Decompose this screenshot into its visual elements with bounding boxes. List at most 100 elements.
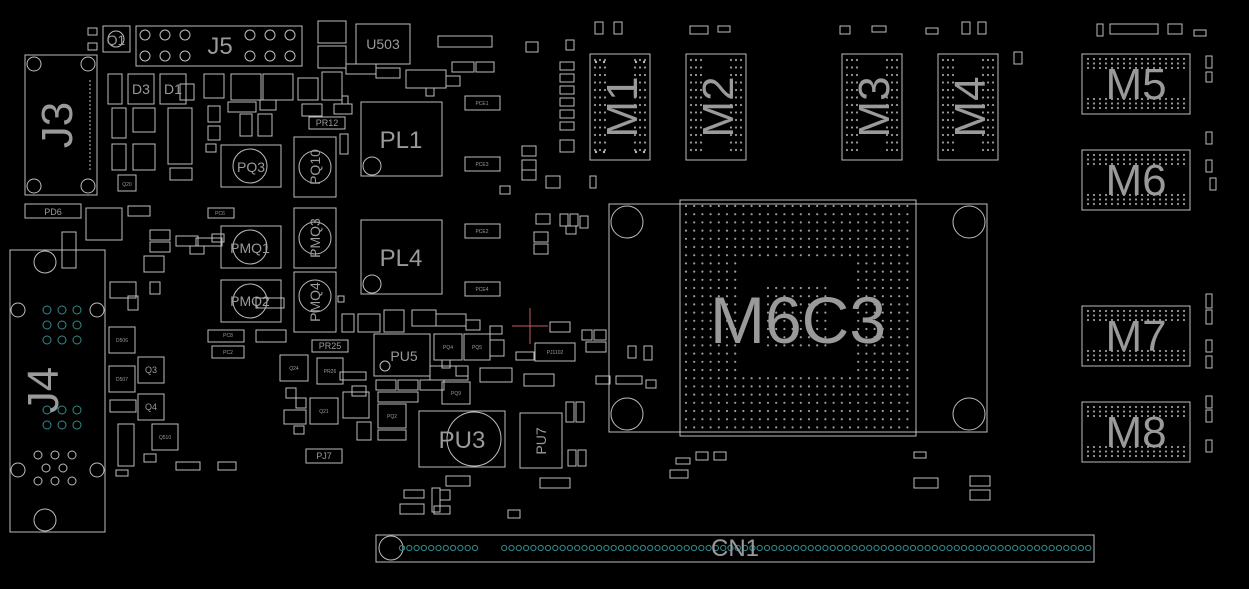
ball-pad: [701, 303, 704, 306]
ball-pad: [1170, 158, 1174, 161]
ball-pad: [1140, 445, 1144, 449]
label-pq5: PQ5: [472, 345, 482, 351]
ball-pad: [1134, 445, 1138, 449]
ball-pad: [1092, 162, 1096, 166]
passive-component: [441, 359, 451, 369]
passive-component: [1205, 355, 1213, 369]
ball-pad: [890, 111, 894, 114]
ball-pad: [1116, 450, 1120, 453]
ball-pad: [1152, 102, 1156, 105]
ball-pad: [739, 88, 743, 92]
ball-pad: [783, 229, 786, 232]
ball-pad: [1134, 410, 1138, 413]
ball-pad: [1182, 450, 1186, 453]
label-m4: M4: [946, 76, 995, 137]
memory-m3: [841, 53, 903, 161]
ball-pad: [734, 81, 738, 84]
ball-pad: [638, 103, 642, 107]
ball-pad: [1170, 414, 1174, 418]
passive-component: [1205, 55, 1213, 69]
ball-pad: [898, 311, 901, 314]
mosfet-pmq1: [220, 225, 282, 269]
passive-component: [499, 185, 511, 195]
ball-pad: [1122, 454, 1126, 458]
label-pr25: PR25: [319, 341, 342, 351]
ball-pad: [1098, 97, 1102, 101]
ball-pad: [684, 286, 688, 290]
ball-pad: [638, 133, 642, 137]
ball-pad: [598, 148, 602, 152]
ball-pad: [1116, 193, 1120, 197]
ball-pad: [816, 319, 819, 322]
cn1-pin: [822, 544, 829, 552]
ball-pad: [824, 426, 827, 429]
ball-pad: [873, 409, 876, 413]
ball-pad: [1086, 405, 1090, 409]
ball-pad: [1104, 198, 1108, 201]
ball-pad: [906, 221, 909, 224]
ball-pad: [898, 319, 901, 322]
ball-pad: [693, 344, 696, 347]
ball-pad: [684, 204, 688, 208]
ball-pad: [857, 286, 860, 290]
passive-component: [341, 313, 355, 333]
ball-pad: [725, 221, 729, 224]
passive-component: [175, 235, 199, 247]
ball-pad: [1158, 66, 1162, 70]
ball-pad: [1086, 193, 1090, 197]
ball-pad: [1122, 410, 1126, 413]
label-m6: M6: [1105, 156, 1166, 205]
passive-component: [439, 489, 451, 501]
regulator-pu5: [373, 333, 431, 377]
passive-component: [585, 341, 607, 353]
ball-pad: [766, 327, 770, 331]
ball-pad: [848, 377, 852, 380]
passive-component: [239, 113, 253, 137]
passive-component: [1205, 131, 1213, 145]
ball-pad: [850, 81, 854, 84]
ball-pad: [807, 303, 811, 306]
ball-pad: [881, 336, 884, 339]
ball-pad: [633, 66, 637, 69]
ball-pad: [1182, 309, 1186, 313]
ball-pad: [855, 73, 859, 77]
ball-pad: [742, 245, 745, 249]
passive-component: [575, 401, 585, 423]
ball-pad: [855, 141, 859, 144]
ball-pad: [890, 141, 894, 144]
ball-pad: [701, 426, 704, 429]
cn1-pin: [457, 544, 464, 552]
ball-pad: [1158, 358, 1162, 362]
ball-pad: [633, 118, 637, 122]
ball-pad: [951, 148, 955, 152]
ball-pad: [832, 237, 835, 240]
ball-pad: [816, 295, 819, 298]
ball-pad: [850, 126, 854, 129]
cn1-pin: [785, 544, 793, 552]
ball-pad: [725, 426, 729, 429]
ball-pad: [890, 88, 894, 92]
ball-pad: [1170, 57, 1174, 61]
ball-pad: [1152, 454, 1156, 458]
ball-pad: [1092, 193, 1096, 197]
ball-pad: [766, 336, 770, 339]
ball-pad: [848, 426, 852, 429]
ball-pad: [1170, 202, 1174, 206]
cn1-pin: [800, 544, 807, 552]
ball-pad: [873, 286, 876, 290]
label-pj7: PJ7: [316, 451, 332, 461]
ball-pad: [699, 141, 703, 144]
ball-pad: [699, 103, 703, 107]
ball-pad: [729, 103, 733, 107]
ball-pad: [709, 409, 712, 413]
ball-pad: [734, 148, 738, 152]
cn1-pin: [829, 544, 836, 552]
passive-component: [333, 103, 353, 115]
ball-pad: [1176, 314, 1180, 317]
ball-pad: [824, 303, 827, 306]
memory-m4: [937, 53, 999, 161]
ball-pad: [775, 319, 778, 322]
ball-pad: [1098, 450, 1102, 453]
ball-pad: [725, 237, 729, 240]
ball-pad: [1170, 106, 1174, 110]
